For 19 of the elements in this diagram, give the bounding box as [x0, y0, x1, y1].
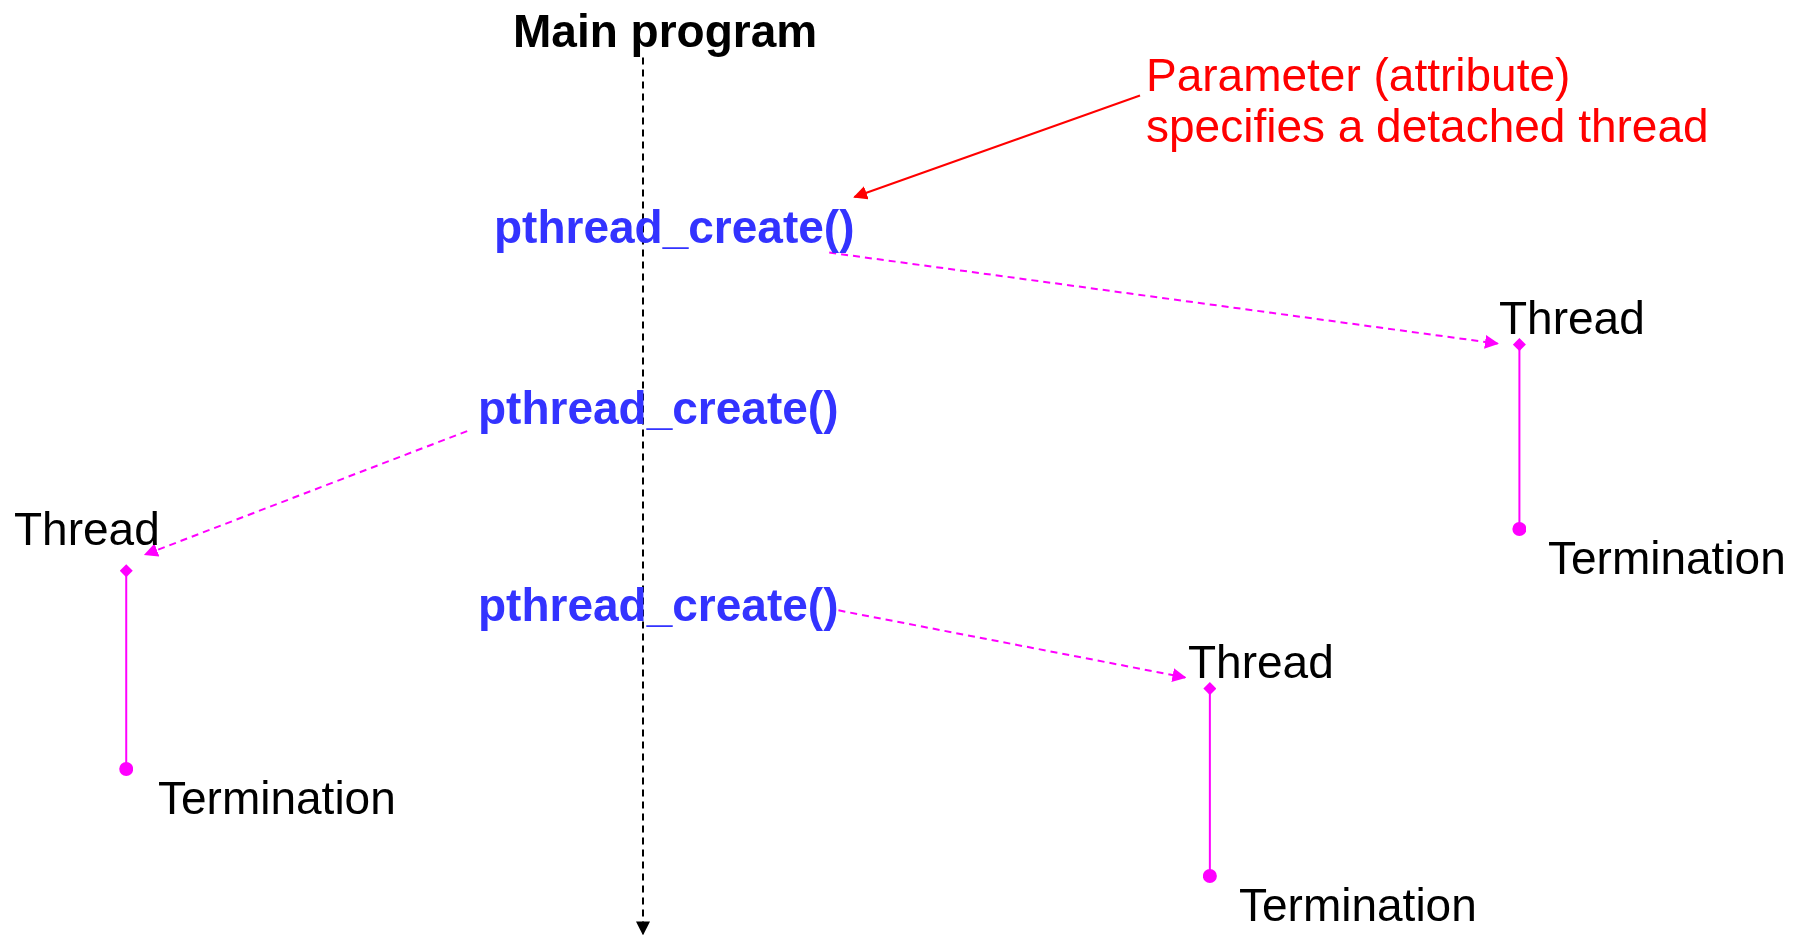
arrow [828, 251, 1499, 349]
function-call-label: pthread_create() [494, 202, 855, 253]
thread-label: Termination [158, 773, 396, 824]
function-call-label: pthread_create() [478, 383, 839, 434]
thread-lifeline [1202, 682, 1217, 883]
function-call-label: pthread_create() [478, 580, 839, 631]
timeline-arrow [636, 56, 650, 936]
thread-lifeline [119, 564, 134, 776]
arrow [837, 609, 1187, 682]
thread-label: Thread [14, 504, 160, 555]
arrow [143, 430, 469, 557]
arrow [853, 94, 1141, 200]
thread-label: Termination [1239, 880, 1477, 931]
thread-label: Termination [1548, 533, 1786, 584]
thread-label: Thread [1499, 293, 1645, 344]
thread-label: Thread [1188, 637, 1334, 688]
annotation-text: Parameter (attribute) specifies a detached thread [1146, 50, 1746, 152]
thread-lifeline [1512, 338, 1527, 536]
heading-label: Main program [513, 6, 818, 57]
